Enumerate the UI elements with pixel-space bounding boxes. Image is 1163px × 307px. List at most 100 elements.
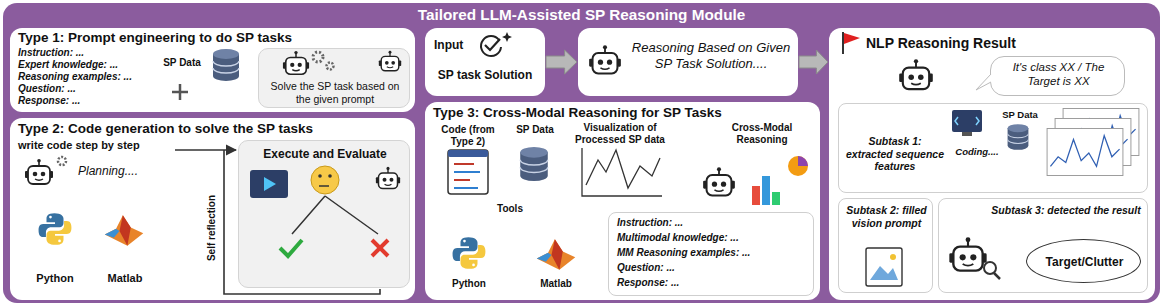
illustration-part: [25, 159, 53, 184]
illustration-part: [752, 186, 760, 205]
reasoning-box: Reasoning Based on Given SP Task Solutio…: [578, 28, 798, 96]
illustration-part: [58, 157, 66, 165]
illustration-part: [976, 74, 991, 90]
node-text: Tools: [488, 203, 532, 215]
type-box: Type 3: Cross-Modal Reasoning for SP Tas…: [425, 102, 820, 300]
illustration-part: [39, 213, 72, 245]
illustration-part: [105, 215, 144, 246]
node-heading: It's class XX / The Target is XX: [1001, 61, 1116, 89]
prompt-solve-box: Solve the SP task based on the given pro…: [258, 48, 410, 108]
node-text: SP task Solution: [428, 68, 542, 82]
illustration-part: [311, 166, 339, 194]
illustration-part: [984, 262, 996, 274]
illustration-part: [372, 240, 388, 256]
input-box: Input SP task Solution: [425, 28, 545, 96]
node-text: Matlab: [527, 278, 585, 290]
node-heading: Type 1: Prompt engineering to do SP task…: [18, 30, 348, 46]
illustration-part: [485, 39, 500, 50]
type1-icons: [172, 49, 401, 100]
node-heading: Subtask 1: extracted sequence features: [844, 135, 946, 173]
node-heading: Subtask 2: filled vision prompt: [842, 204, 931, 229]
illustration-part: [453, 237, 486, 269]
input-icons: [481, 32, 621, 73]
node-text: Cross-Modal Reasoning: [712, 122, 812, 146]
type-box: Type 1: Prompt engineering to do SP task…: [10, 28, 415, 112]
illustration-part: [703, 167, 735, 195]
illustration-part: [454, 172, 480, 188]
illustration-part: [798, 156, 808, 166]
illustration-part: [264, 177, 276, 191]
type2-icons: [25, 150, 400, 294]
node-text: Expert knowledge: ...: [18, 59, 188, 71]
node-heading: Instruction: ...: [617, 217, 811, 229]
module-panel: Tailored LLM-Assisted SP Reasoning Modul…: [3, 3, 1160, 303]
node-heading: Reasoning Based on Given SP Task Solutio…: [628, 40, 794, 71]
illustration-part: [175, 149, 236, 151]
illustration-part: [283, 51, 309, 74]
node-text: write code step by step: [18, 139, 208, 152]
subtask-box: Subtask 2: filled vision prompt: [838, 198, 933, 293]
node-text: SP Data: [510, 124, 560, 136]
illustration-part: [949, 237, 986, 270]
node-heading: Target/Clutter: [1029, 255, 1140, 269]
illustration-part: [788, 156, 808, 176]
node-text: Multimodal knowledge: ...: [617, 232, 811, 244]
subtask-box: Subtask 3: detected the resultTarget/Clu…: [938, 198, 1148, 293]
result-ellipse: Target/Clutter: [1026, 239, 1141, 283]
subtask-box: Subtask 1: extracted sequence featuresCo…: [838, 103, 1148, 193]
illustration-part: [899, 59, 933, 89]
illustration-part: [172, 84, 188, 100]
illustration-part: [502, 32, 512, 42]
illustration-part: [280, 240, 302, 256]
illustration-part: [1055, 118, 1131, 165]
illustration-part: [327, 63, 334, 70]
illustration-part: [1047, 128, 1123, 175]
type-box: Type 2: Code generation to solve the SP …: [10, 118, 415, 300]
node-text: Self reflection: [206, 195, 218, 261]
node-text: Visualization of Processed SP data: [565, 122, 675, 146]
illustration-part: [292, 196, 378, 234]
illustration-part: [866, 248, 902, 286]
node-text: SP Data: [996, 109, 1044, 120]
node-heading: Type 3: Cross-Modal Reasoning for SP Tas…: [433, 105, 813, 121]
illustration-part: [890, 254, 896, 260]
speech-bubble: It's class XX / The Target is XX: [990, 56, 1125, 96]
node-heading: Solve the SP task based on the given pro…: [263, 80, 407, 105]
prompt-box: Instruction: ... Multimodal knowledge: ..…: [608, 212, 814, 296]
illustration-part: [537, 239, 576, 270]
illustration-part: [1063, 108, 1139, 155]
block-arrow: [546, 50, 577, 74]
node-text: Question: ...: [18, 83, 188, 95]
result-icons: [843, 32, 1139, 286]
node-heading: Input: [434, 38, 476, 52]
illustration-part: [319, 185, 329, 187]
illustration-part: [842, 32, 844, 54]
node-heading: Type 2: Code generation to solve the SP …: [18, 121, 408, 137]
illustration-part: [213, 49, 239, 81]
illustration-part: [772, 192, 780, 205]
illustration-part: [224, 150, 380, 294]
illustration-part: [582, 148, 662, 196]
illustration-part: [313, 52, 323, 62]
node-heading: Tailored LLM-Assisted SP Reasoning Modul…: [3, 6, 1160, 24]
illustration-part: [870, 266, 898, 280]
illustration-part: [1008, 124, 1029, 150]
execute-box: Execute and Evaluate: [238, 140, 410, 288]
illustration-part: [762, 176, 770, 205]
node-text: Code (from Type 2): [430, 124, 506, 148]
node-text: Python: [440, 278, 498, 290]
result-panel: NLP Reasoning ResultIt's class XX / The …: [829, 28, 1155, 300]
illustration-part: [250, 170, 288, 198]
type3-icons: [448, 147, 808, 270]
illustration-part: [955, 117, 979, 125]
illustration-part: [448, 150, 488, 157]
illustration-part: [481, 36, 501, 56]
node-text: Response: ...: [18, 95, 188, 107]
node-text: MM Reasoning examples: ...: [617, 247, 811, 259]
illustration-part: [962, 132, 972, 136]
node-text: Python: [22, 272, 88, 285]
illustration-part: [952, 110, 982, 132]
illustration-part: [318, 174, 322, 178]
illustration-part: [844, 33, 860, 44]
